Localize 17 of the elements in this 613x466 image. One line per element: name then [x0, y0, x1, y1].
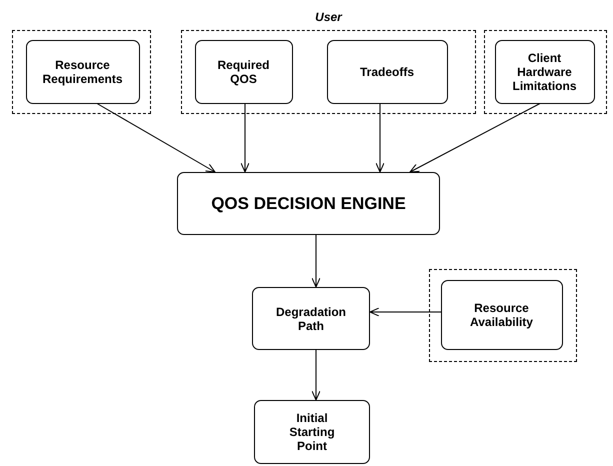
process-box: Resource Availability: [440, 280, 562, 350]
process-box: Tradeoffs: [326, 40, 448, 104]
arrow: [312, 234, 320, 288]
dashed-group-box: [484, 30, 607, 114]
arrow: [376, 103, 384, 172]
process-box: Required QOS: [194, 40, 292, 104]
group-label: User: [315, 10, 342, 24]
process-box: Resource Requirements: [26, 40, 140, 104]
dashed-group-box: [12, 30, 151, 114]
arrow: [370, 308, 442, 316]
dashed-group-box: [429, 269, 577, 362]
arrow: [312, 350, 320, 400]
process-box: Degradation Path: [252, 287, 370, 350]
arrow: [240, 103, 250, 172]
engine-box: QOS DECISION ENGINE: [177, 172, 440, 235]
process-box: Initial Starting Point: [254, 400, 370, 464]
process-box: Client Hardware Limitations: [494, 40, 594, 104]
